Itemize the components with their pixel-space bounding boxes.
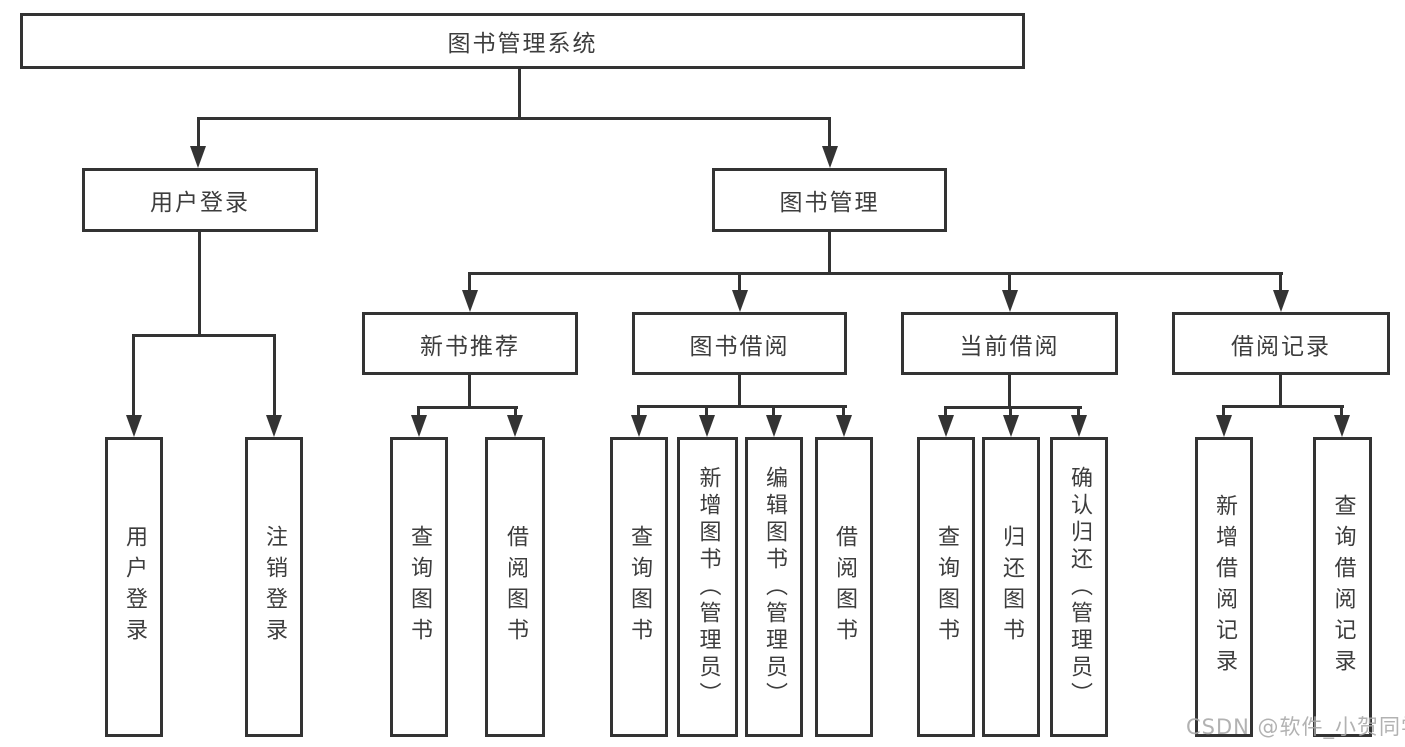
connector-line — [705, 405, 708, 416]
connector-line — [1077, 406, 1080, 416]
node-query-borrow-record: 查询借阅记录 — [1313, 437, 1372, 737]
node-label: 用户登录 — [122, 525, 147, 649]
node-borrow-books-recommend: 借阅图书 — [485, 437, 545, 737]
connector-line — [198, 232, 201, 335]
connector-line — [1279, 374, 1282, 407]
connector-line — [1222, 405, 1225, 416]
connector-line — [772, 405, 775, 416]
arrow-down-icon — [411, 415, 427, 437]
node-label: 图书借阅 — [689, 333, 790, 360]
node-label: 借阅记录 — [1231, 333, 1331, 360]
node-logout-action: 注销登录 — [245, 437, 303, 737]
node-return-books: 归还图书 — [982, 437, 1040, 737]
node-label: 新增借阅记录 — [1212, 494, 1237, 680]
connector-line — [738, 272, 741, 292]
node-book-management-system: 图书管理系统 — [20, 13, 1025, 69]
connector-line — [197, 117, 831, 120]
connector-line — [468, 272, 471, 292]
node-label: 用户登录 — [150, 190, 250, 216]
node-label: 借阅图书 — [832, 525, 857, 649]
node-new-book-recommend: 新书推荐 — [362, 312, 578, 375]
node-label: 编辑图书（管理员） — [762, 465, 787, 709]
arrow-down-icon — [1071, 415, 1087, 437]
arrow-down-icon — [190, 146, 206, 168]
node-current-borrow: 当前借阅 — [901, 312, 1118, 375]
connector-line — [197, 117, 200, 147]
node-label: 查询借阅记录 — [1330, 494, 1356, 680]
node-edit-book-admin: 编辑图书（管理员） — [745, 437, 803, 737]
connector-line — [944, 406, 1082, 409]
node-label: 新增图书（管理员） — [695, 465, 721, 709]
node-query-books-current: 查询图书 — [917, 437, 975, 737]
node-label: 查询图书 — [627, 525, 652, 649]
arrow-down-icon — [1002, 290, 1018, 312]
connector-line — [1279, 272, 1282, 292]
connector-line — [1009, 406, 1012, 416]
arrow-down-icon — [699, 415, 715, 437]
node-borrow-records: 借阅记录 — [1172, 312, 1390, 375]
arrow-down-icon — [507, 415, 523, 437]
connector-line — [417, 406, 518, 409]
connector-line — [1340, 405, 1343, 416]
node-borrow-books-action: 借阅图书 — [815, 437, 873, 737]
arrow-down-icon — [1273, 290, 1289, 312]
connector-line — [468, 272, 1283, 275]
arrow-down-icon — [1216, 415, 1232, 437]
arrow-down-icon — [631, 415, 647, 437]
node-label: 借阅图书 — [503, 525, 528, 649]
node-book-borrow: 图书借阅 — [632, 312, 847, 375]
connector-line — [637, 405, 847, 408]
node-label: 查询图书 — [407, 525, 432, 649]
arrow-down-icon — [1003, 415, 1019, 437]
arrow-down-icon — [126, 415, 142, 437]
node-book-management: 图书管理 — [712, 168, 947, 232]
connector-line — [1008, 374, 1011, 407]
node-label: 归还图书 — [999, 525, 1024, 649]
node-confirm-return-admin: 确认归还（管理员） — [1050, 437, 1108, 737]
node-label: 查询图书 — [934, 525, 959, 649]
node-label: 确认归还（管理员） — [1067, 465, 1092, 709]
node-label: 图书管理系统 — [447, 31, 598, 57]
connector-line — [738, 374, 741, 407]
connector-line — [1008, 272, 1011, 292]
node-query-books-recommend: 查询图书 — [390, 437, 448, 737]
arrow-down-icon — [766, 415, 782, 437]
connector-line — [637, 405, 640, 416]
node-label: 图书管理 — [779, 190, 880, 216]
connector-line — [828, 232, 831, 274]
node-label: 注销登录 — [262, 525, 287, 649]
connector-line — [132, 334, 135, 416]
arrow-down-icon — [732, 290, 748, 312]
arrow-down-icon — [836, 415, 852, 437]
arrow-down-icon — [1334, 415, 1350, 437]
connector-line — [944, 406, 947, 416]
arrow-down-icon — [266, 415, 282, 437]
node-user-login: 用户登录 — [82, 168, 318, 232]
connector-line — [417, 406, 420, 416]
node-add-borrow-record: 新增借阅记录 — [1195, 437, 1253, 737]
connector-line — [468, 374, 471, 407]
node-label: 当前借阅 — [959, 333, 1060, 360]
node-user-login-action: 用户登录 — [105, 437, 163, 737]
connector-line — [514, 406, 517, 416]
connector-line — [518, 69, 521, 118]
node-label: 新书推荐 — [420, 333, 520, 360]
connector-line — [273, 334, 276, 416]
arrow-down-icon — [822, 146, 838, 168]
node-query-books-borrow: 查询图书 — [610, 437, 668, 737]
connector-line — [132, 334, 276, 337]
connector-line — [1222, 405, 1344, 408]
node-add-book-admin: 新增图书（管理员） — [677, 437, 738, 737]
connector-line — [842, 405, 845, 416]
connector-line — [828, 117, 831, 147]
watermark-text: CSDN @软件_小贺同学 — [1186, 715, 1405, 739]
arrow-down-icon — [462, 290, 478, 312]
arrow-down-icon — [938, 415, 954, 437]
